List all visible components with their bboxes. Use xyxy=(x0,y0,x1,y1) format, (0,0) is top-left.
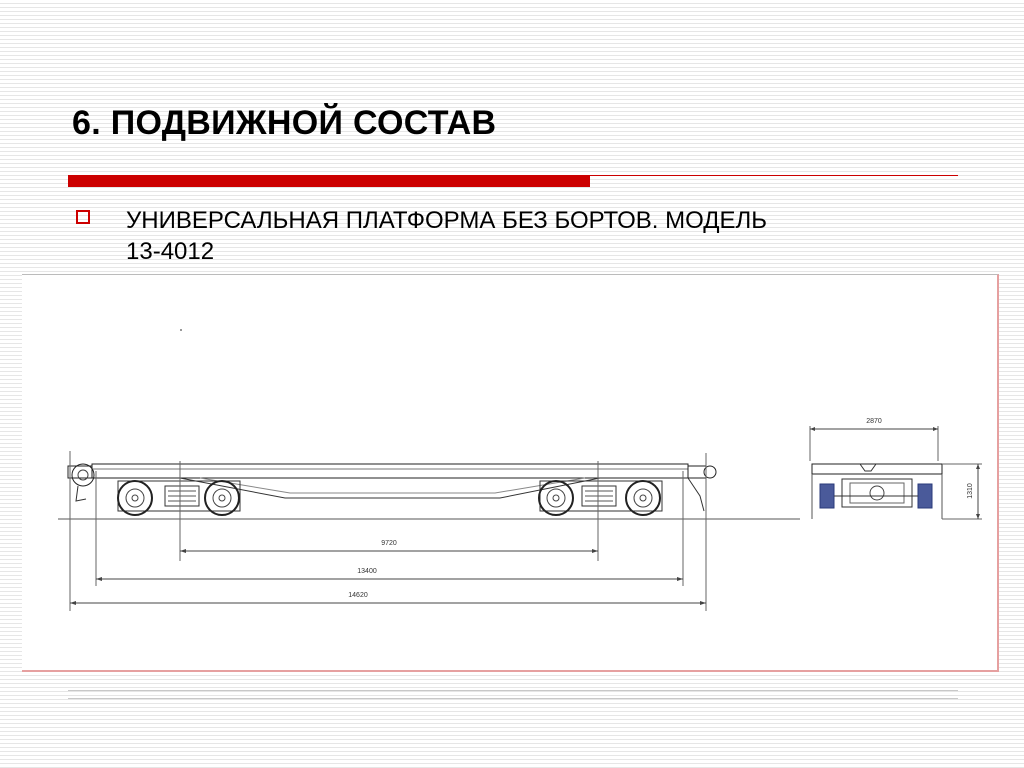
dim-label-13400: 13400 xyxy=(357,568,377,575)
dimension-9720 xyxy=(180,549,598,553)
bogie-left xyxy=(117,461,241,561)
title-underline xyxy=(68,175,958,189)
bullet-text: УНИВЕРСАЛЬНАЯ ПЛАТФОРМА БЕЗ БОРТОВ. МОДЕ… xyxy=(126,205,946,267)
end-view-wheel-left xyxy=(819,483,835,509)
bogie-right xyxy=(538,461,663,561)
bullet-text-line-1: УНИВЕРСАЛЬНАЯ ПЛАТФОРМА БЕЗ БОРТОВ. МОДЕ… xyxy=(126,207,768,234)
railcar-side-view xyxy=(67,451,717,611)
railcar-end-view xyxy=(809,426,982,520)
footer-line-1 xyxy=(68,690,958,691)
title-underline-bar xyxy=(68,175,590,187)
railcar-drawing-svg: 9720 13400 14620 2870 1310 xyxy=(58,329,982,611)
slide-title: 6. ПОДВИЖНОЙ СОСТАВ xyxy=(72,104,497,142)
dim-label-9720: 9720 xyxy=(381,540,397,547)
dimension-14620 xyxy=(70,601,706,605)
dimension-2870 xyxy=(810,427,938,431)
end-view-wheel-right xyxy=(917,483,933,509)
dim-label-2870: 2870 xyxy=(866,418,882,425)
platform-deck xyxy=(91,463,689,479)
title-underline-line xyxy=(590,175,958,176)
dimension-13400 xyxy=(96,577,683,581)
technical-drawing: 9720 13400 14620 2870 1310 xyxy=(22,274,999,672)
footer-rule xyxy=(68,690,958,702)
dim-label-1310: 1310 xyxy=(967,483,974,499)
bullet-text-line-2: 13-4012 xyxy=(126,238,215,265)
dimension-1310 xyxy=(976,464,980,519)
footer-line-2 xyxy=(68,698,958,699)
bullet-square-icon xyxy=(76,210,90,224)
dim-label-14620: 14620 xyxy=(348,592,368,599)
